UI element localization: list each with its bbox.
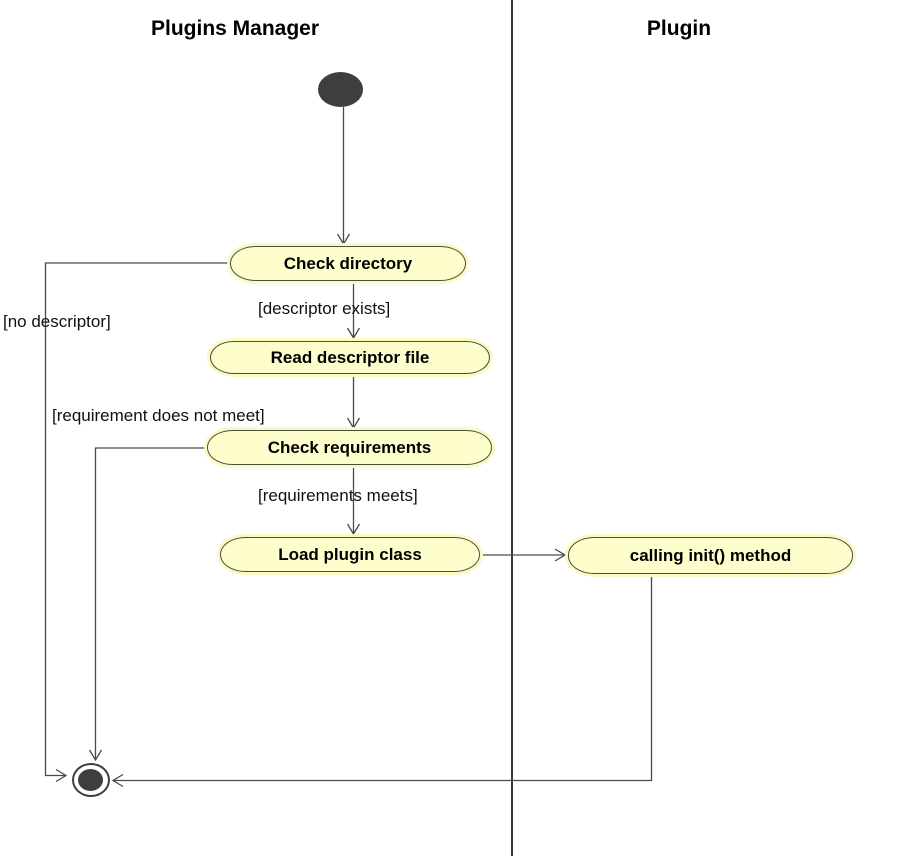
activity-read-descriptor-file: Read descriptor file <box>210 341 490 374</box>
activity-check-requirements: Check requirements <box>207 430 492 465</box>
arrowhead-right-calling-init <box>554 548 567 562</box>
arrowhead-down-load-plugin <box>346 523 361 536</box>
final-state-inner-dot <box>78 769 103 791</box>
activity-load-plugin-class: Load plugin class <box>220 537 480 572</box>
lane-header-plugins-manager: Plugins Manager <box>150 17 320 40</box>
guard-descriptor-exists: [descriptor exists] <box>258 299 391 318</box>
arrowhead-down-check-requirements <box>346 417 361 430</box>
activity-check-directory: Check directory <box>230 246 466 281</box>
guard-requirements-meets: [requirements meets] <box>258 486 418 505</box>
arrowhead-down-final <box>88 749 103 762</box>
arrowhead-down-read-descriptor <box>346 327 361 340</box>
initial-state-node <box>318 72 363 107</box>
edge-calling-init-to-final <box>113 574 653 782</box>
arrowhead-left-final <box>111 773 124 788</box>
guard-requirement-does-not-meet: [requirement does not meet] <box>52 406 265 425</box>
arrowhead-down-check-directory <box>336 233 351 246</box>
arrowhead-right-final <box>55 768 68 783</box>
activity-calling-init-method: calling init() method <box>568 537 853 574</box>
edge-check-requirements-to-final <box>94 447 207 760</box>
edge-check-directory-to-final <box>44 262 230 777</box>
lane-header-plugin: Plugin <box>646 17 712 40</box>
guard-no-descriptor: [no descriptor] <box>3 312 111 331</box>
